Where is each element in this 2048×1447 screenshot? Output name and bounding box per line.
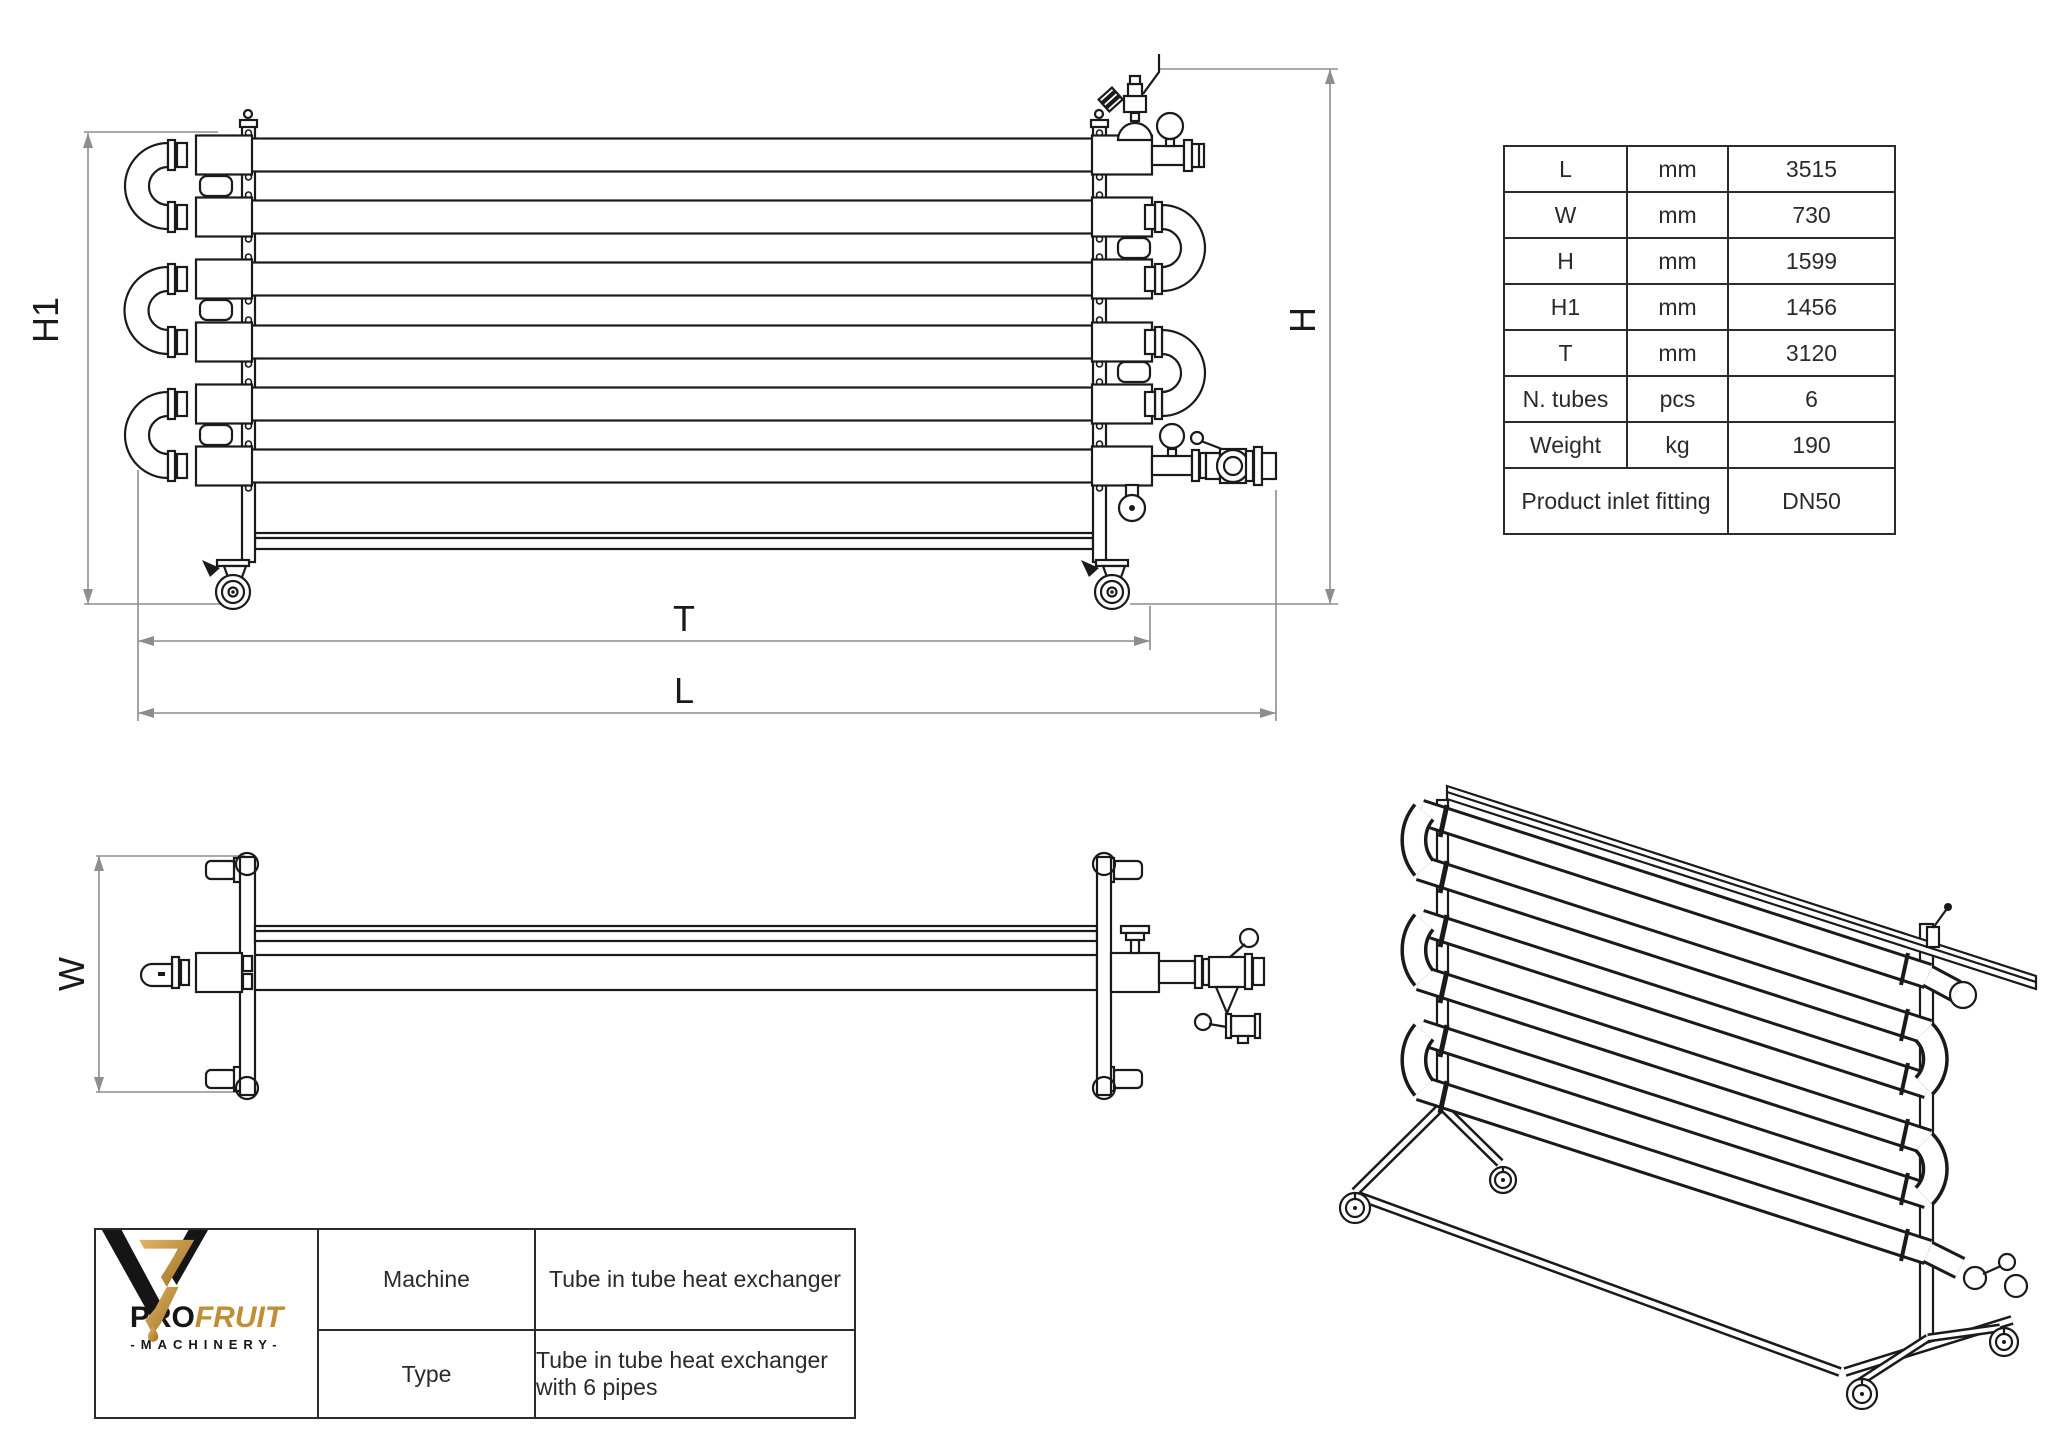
- spec-param: T: [1505, 331, 1628, 377]
- caster-left: [202, 558, 252, 611]
- side-view-drawing: [83, 54, 1338, 721]
- spec-value: 3120: [1729, 331, 1894, 377]
- top-view-drawing: [94, 851, 1266, 1101]
- caster-right: [1081, 558, 1131, 611]
- spec-unit: mm: [1628, 239, 1729, 285]
- spec-unit: mm: [1628, 285, 1729, 331]
- brand-tagline: -MACHINERY-: [130, 1336, 283, 1352]
- spec-param: N. tubes: [1505, 377, 1628, 423]
- isometric-view-drawing: [1338, 784, 2038, 1411]
- central-tube: [139, 951, 1099, 994]
- post-bolts: [244, 129, 1104, 492]
- dimension-w: [94, 855, 245, 1093]
- pressure-gauge-icon: [1158, 422, 1186, 450]
- dimension-t: [137, 470, 1151, 721]
- iso-left-u-bends: [1400, 803, 1435, 1097]
- right-crossbar: [1091, 851, 1144, 1101]
- spec-value: 190: [1729, 423, 1894, 469]
- top-rail: [253, 924, 1099, 943]
- right-u-bends: [1143, 200, 1207, 421]
- dim-label-w: W: [51, 957, 92, 991]
- spec-value: DN50: [1782, 487, 1841, 514]
- butterfly-valve-icon: [1215, 448, 1251, 484]
- info-label-machine: Machine: [317, 1230, 534, 1329]
- iso-tube-bundle: [1415, 799, 1933, 1265]
- iso-right-u-bends: [1913, 1022, 1949, 1206]
- left-u-bends: [123, 138, 189, 483]
- left-tube-sheets: [194, 134, 254, 487]
- info-value-machine: Tube in tube heat exchanger: [534, 1230, 854, 1329]
- dimension-h: [1130, 68, 1338, 605]
- brand-logo: PROFRUIT -MACHINERY-: [96, 1230, 317, 1417]
- dim-label-h: H: [1282, 307, 1323, 333]
- spec-value: 6: [1729, 377, 1894, 423]
- spec-unit: mm: [1628, 193, 1729, 239]
- spec-value: 1599: [1729, 239, 1894, 285]
- frame-bottom-rail: [253, 531, 1095, 551]
- iso-fittings: [1922, 903, 2029, 1299]
- spec-table: L mm 3515 W mm 730 H mm 1599 H1 mm 1456 …: [1503, 145, 1896, 535]
- spec-unit: pcs: [1628, 377, 1729, 423]
- right-tube-sheets: [1090, 134, 1154, 487]
- dim-label-h1: H1: [25, 296, 66, 344]
- info-value-type: Tube in tube heat exchanger with 6 pipes: [534, 1329, 854, 1417]
- spec-param: H: [1505, 239, 1628, 285]
- inlet-valve-assembly: [1117, 422, 1278, 523]
- spec-param: L: [1505, 147, 1628, 193]
- spec-param: W: [1505, 193, 1628, 239]
- left-crossbar: [204, 851, 260, 1101]
- plan-valve-assembly: [1109, 924, 1266, 1045]
- info-label-type: Type: [317, 1329, 534, 1417]
- spec-unit: mm: [1628, 331, 1729, 377]
- spec-unit: mm: [1628, 147, 1729, 193]
- spec-param: Product inlet fitting: [1505, 469, 1729, 533]
- dim-label-t: T: [673, 598, 695, 639]
- spec-param: Weight: [1505, 423, 1628, 469]
- dim-label-l: L: [673, 670, 695, 711]
- hose-barb-icon: [1097, 85, 1125, 114]
- info-table: PROFRUIT -MACHINERY- Machine Tube in tub…: [94, 1228, 856, 1419]
- spec-value: 730: [1729, 193, 1894, 239]
- spec-param: H1: [1505, 285, 1628, 331]
- tube-bundle: [248, 137, 1102, 484]
- spec-value: 3515: [1729, 147, 1894, 193]
- brand-fruit: FRUIT: [194, 1300, 284, 1334]
- spec-value: 1456: [1729, 285, 1894, 331]
- dimension-h1: [83, 131, 222, 605]
- profruit-logo-icon: [101, 1230, 209, 1342]
- outlet-relief-valve-assembly: [1097, 54, 1206, 173]
- iso-casters: [1338, 1165, 2020, 1411]
- dimension-l: [138, 490, 1277, 721]
- pressure-gauge-icon: [1155, 111, 1185, 141]
- spec-unit: kg: [1628, 423, 1729, 469]
- iso-frame-legs: [1351, 1102, 2014, 1386]
